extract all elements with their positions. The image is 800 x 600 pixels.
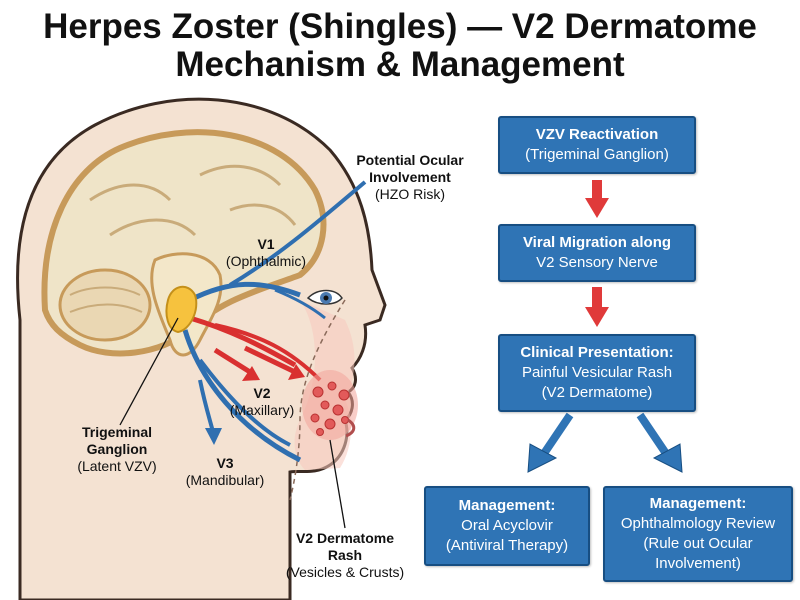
v2-label: V2 (Maxillary) <box>229 385 295 418</box>
management-ophthalmology-box: Management: Ophthalmology Review (Rule o… <box>603 486 793 582</box>
v2-rash-vesicles <box>302 370 358 440</box>
v1-nerve <box>188 281 301 303</box>
ocular-nerve-branch <box>228 180 367 287</box>
v3-label: V3 (Mandibular) <box>185 455 265 488</box>
title-line-1: Herpes Zoster (Shingles) — V2 Dermatome <box>43 7 757 46</box>
v3-nerve-branch <box>198 358 291 447</box>
title-line-2: Mechanism & Management <box>175 45 625 84</box>
v3-nerve <box>182 329 302 463</box>
viral-migration-box: Viral Migration along V2 Sensory Nerve <box>498 224 696 282</box>
ocular-involvement-label: Potential Ocular Involvement (HZO Risk) <box>356 152 464 202</box>
v2-migration-arrow-1 <box>243 345 297 375</box>
v1-nerve-branch <box>274 288 326 320</box>
rash-leader-line <box>329 439 346 529</box>
cerebellum-folds <box>69 286 143 313</box>
arrow-reactivation-to-migration <box>585 180 609 218</box>
ganglion-leader-line <box>119 317 179 426</box>
dermatome-boundary <box>289 299 346 501</box>
v2-migration-arrowhead-1 <box>288 364 305 380</box>
v2-nerve-branch <box>214 323 322 382</box>
v2-dermatome-rash-label: V2 Dermatome Rash (Vesicles & Crusts) <box>285 530 405 580</box>
v2-nerve <box>189 315 297 368</box>
lips <box>345 418 356 438</box>
diagram-title: Herpes Zoster (Shingles) — V2 Dermatome … <box>0 8 800 84</box>
v1-label: V1 (Ophthalmic) <box>225 236 307 269</box>
management-antiviral-box: Management: Oral Acyclovir (Antiviral Th… <box>424 486 590 566</box>
arrow-presentation-to-antiviral <box>527 412 574 473</box>
v2-migration-arrowhead-2 <box>242 366 260 381</box>
eye-pupil <box>323 295 329 301</box>
clinical-presentation-box: Clinical Presentation: Painful Vesicular… <box>498 334 696 412</box>
trigeminal-ganglion <box>165 285 198 334</box>
v3-arrowhead <box>205 428 222 445</box>
v2-migration-arrow-2 <box>213 347 252 375</box>
trigeminal-ganglion-label: Trigeminal Ganglion (Latent VZV) <box>77 424 157 474</box>
arrow-migration-to-presentation <box>585 287 609 327</box>
vzv-reactivation-box: VZV Reactivation (Trigeminal Ganglion) <box>498 116 696 174</box>
arrow-presentation-to-ophthalmology <box>636 412 683 473</box>
brain-folds <box>89 164 297 237</box>
